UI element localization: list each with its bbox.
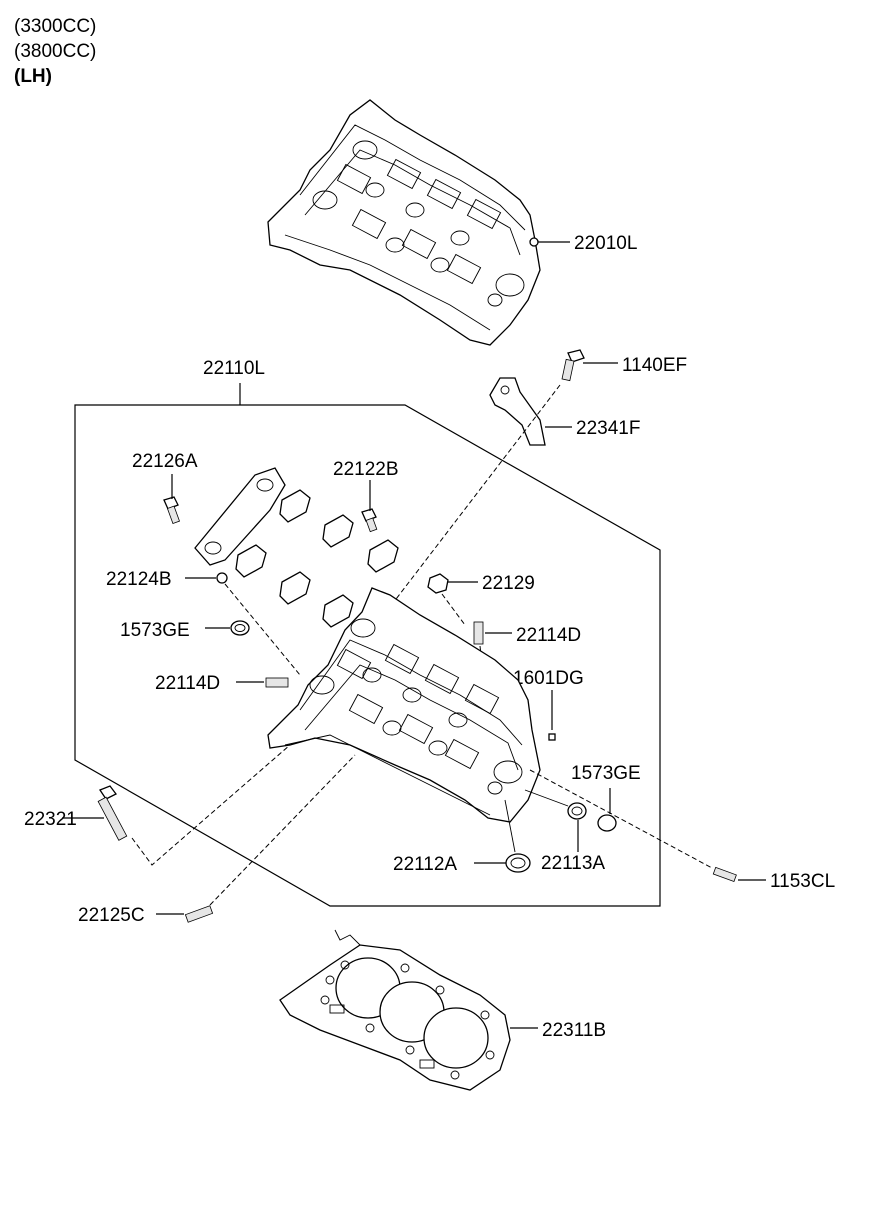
cylinder-head-drawing[interactable] <box>267 587 541 823</box>
engine-side-lh: (LH) <box>14 66 52 87</box>
label-22114d-left: 22114D <box>155 673 220 694</box>
seal-1573ge-left-drawing[interactable] <box>230 620 250 636</box>
label-1573ge-right: 1573GE <box>571 763 641 784</box>
dashed-line-22124b <box>224 583 301 676</box>
label-22112a: 22112A <box>393 854 457 875</box>
seal-22113a-guide <box>524 789 569 807</box>
head-gasket-22311b-drawing[interactable] <box>279 929 511 1091</box>
label-22341f: 22341F <box>576 418 640 439</box>
label-22122b: 22122B <box>333 459 399 480</box>
label-22113a: 22113A <box>541 853 605 874</box>
label-1573ge-left: 1573GE <box>120 620 190 641</box>
plug-22129-drawing[interactable] <box>427 573 449 594</box>
label-1153cl: 1153CL <box>770 871 835 892</box>
dashed-line-22129 <box>441 593 466 626</box>
bracket-22341f-drawing[interactable] <box>489 377 546 446</box>
label-22129: 22129 <box>482 573 535 594</box>
stud-22125c-drawing[interactable] <box>184 905 214 923</box>
engine-spec-3300cc: (3300CC) <box>14 16 97 37</box>
label-1140ef: 1140EF <box>622 355 687 376</box>
dashed-line-22321 <box>131 744 291 866</box>
dashed-line-1140ef <box>379 384 561 621</box>
dowel-pin-22124b-drawing[interactable] <box>216 572 228 584</box>
label-22321: 22321 <box>24 809 77 830</box>
label-22110l: 22110L <box>203 358 265 379</box>
seal-22112a-guide <box>504 799 516 853</box>
cam-cap-rail-drawing[interactable] <box>194 467 286 566</box>
seal-22112a-drawing[interactable] <box>505 853 531 873</box>
bolt-1140ef-drawing[interactable] <box>561 349 585 382</box>
dashed-line-22125c <box>209 754 356 906</box>
label-1601dg: 1601DG <box>513 668 584 689</box>
bolt-22122b-drawing[interactable] <box>361 508 378 533</box>
valve-guide-22114d-left-drawing[interactable] <box>265 677 289 688</box>
label-22311b: 22311B <box>542 1020 606 1041</box>
engine-spec-3800cc: (3800CC) <box>14 41 97 62</box>
seal-22113a-drawing[interactable] <box>567 802 587 820</box>
label-22125c: 22125C <box>78 905 145 926</box>
label-22126a: 22126A <box>132 451 198 472</box>
stud-1153cl-drawing[interactable] <box>712 866 737 883</box>
cylinder-head-assy-drawing[interactable] <box>267 99 541 346</box>
valve-guide-22114d-right-drawing[interactable] <box>473 621 484 645</box>
label-22114d-right: 22114D <box>516 625 581 646</box>
seal-1573ge-right-drawing[interactable] <box>597 814 617 832</box>
bolt-22126a-drawing[interactable] <box>163 496 181 525</box>
dashed-line-1153cl <box>529 769 713 869</box>
label-22124b: 22124B <box>106 569 172 590</box>
cam-bearing-caps-drawing[interactable] <box>235 489 399 628</box>
head-bolt-22321-drawing[interactable] <box>97 785 128 841</box>
assembly-group-frame <box>74 404 661 907</box>
plug-1601dg-drawing[interactable] <box>548 733 556 741</box>
label-22010l: 22010L <box>574 233 637 254</box>
